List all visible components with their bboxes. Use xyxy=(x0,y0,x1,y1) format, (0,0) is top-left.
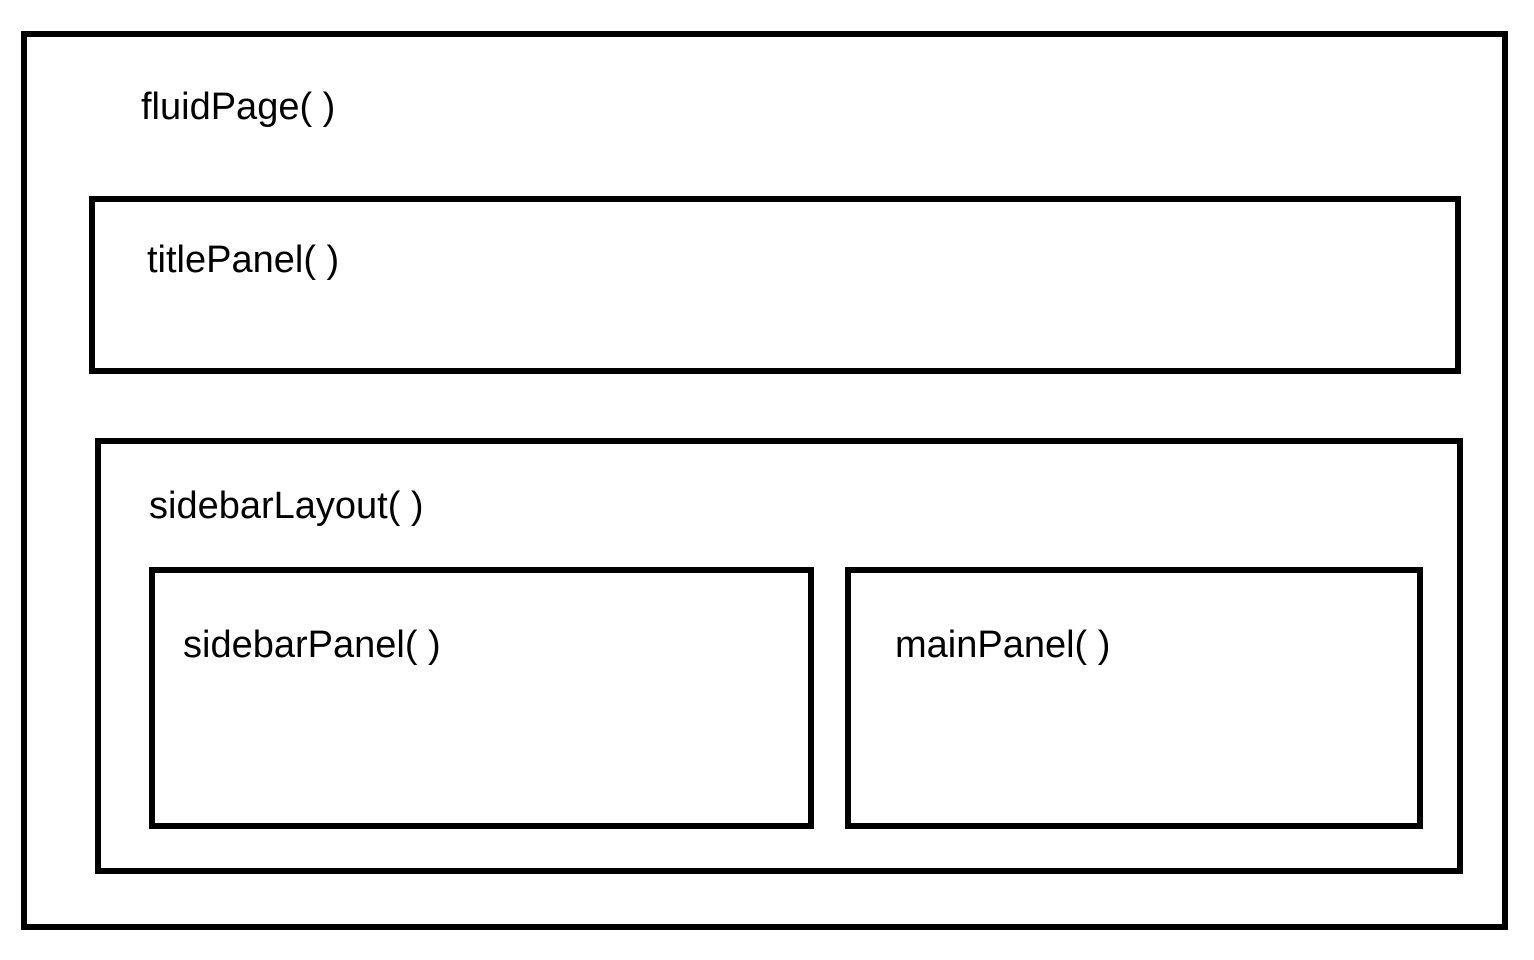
fluidpage-box: fluidPage( ) titlePanel( ) sidebarLayout… xyxy=(21,31,1508,930)
titlepanel-box: titlePanel( ) xyxy=(89,196,1461,374)
fluidpage-label: fluidPage( ) xyxy=(141,86,336,128)
mainpanel-label: mainPanel( ) xyxy=(895,624,1111,666)
sidebarlayout-label: sidebarLayout( ) xyxy=(149,485,424,527)
mainpanel-box: mainPanel( ) xyxy=(845,567,1423,829)
titlepanel-label: titlePanel( ) xyxy=(147,239,340,281)
sidebarlayout-box: sidebarLayout( ) sidebarPanel( ) mainPan… xyxy=(95,438,1463,874)
sidebarpanel-box: sidebarPanel( ) xyxy=(149,567,814,829)
sidebarpanel-label: sidebarPanel( ) xyxy=(183,624,441,666)
